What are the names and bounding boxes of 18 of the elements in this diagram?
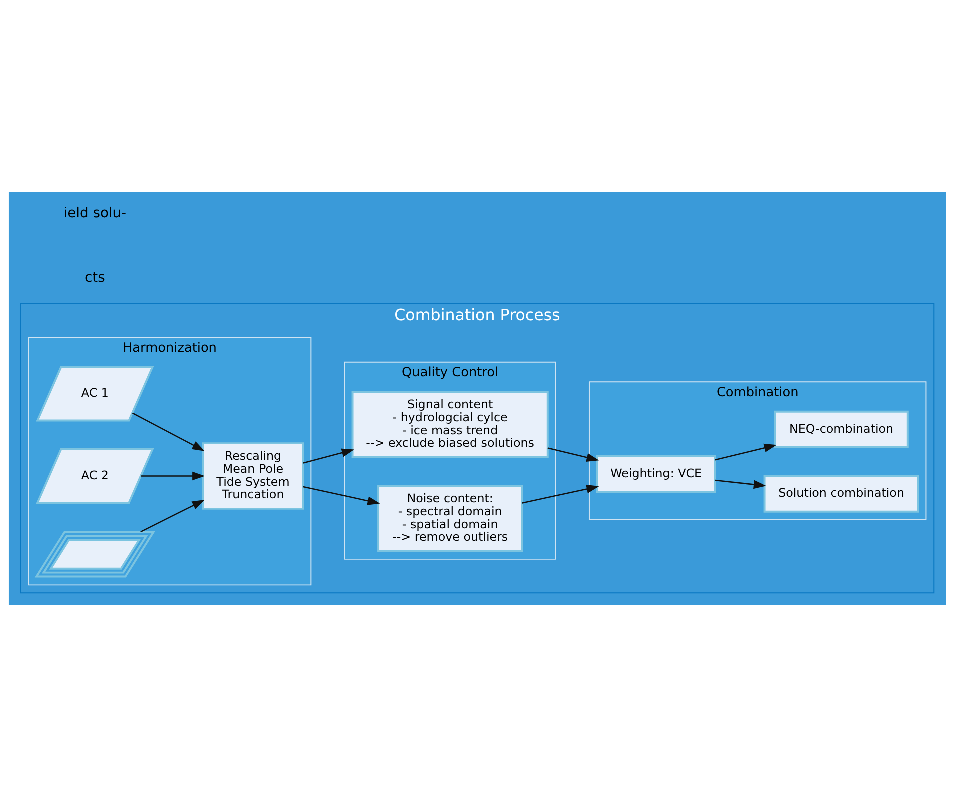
node-box: NEQ-combination bbox=[774, 410, 909, 449]
node-box: Solution combination bbox=[764, 475, 920, 513]
arrow bbox=[303, 448, 354, 464]
arrow bbox=[522, 484, 600, 504]
arrow bbox=[715, 480, 766, 490]
label: cts bbox=[85, 270, 106, 286]
arrow bbox=[303, 486, 380, 506]
node-box: Weighting: VCE bbox=[596, 455, 716, 494]
arrow bbox=[140, 500, 205, 533]
arrow bbox=[715, 444, 777, 461]
label: ield solu- bbox=[64, 205, 127, 222]
node-box: Noise content: - spectral domain - spatial domain --> remove outliers bbox=[378, 485, 524, 552]
node-box: Rescaling Mean Pole Tide System Truncation bbox=[202, 442, 304, 510]
node-parallelogram bbox=[34, 531, 156, 578]
arrow bbox=[132, 412, 205, 452]
node-box: Signal content - hydrologcial cylce - ice mass trend --> exclude biased solutions bbox=[352, 391, 549, 458]
arrow bbox=[548, 448, 600, 462]
arrow bbox=[141, 472, 206, 481]
